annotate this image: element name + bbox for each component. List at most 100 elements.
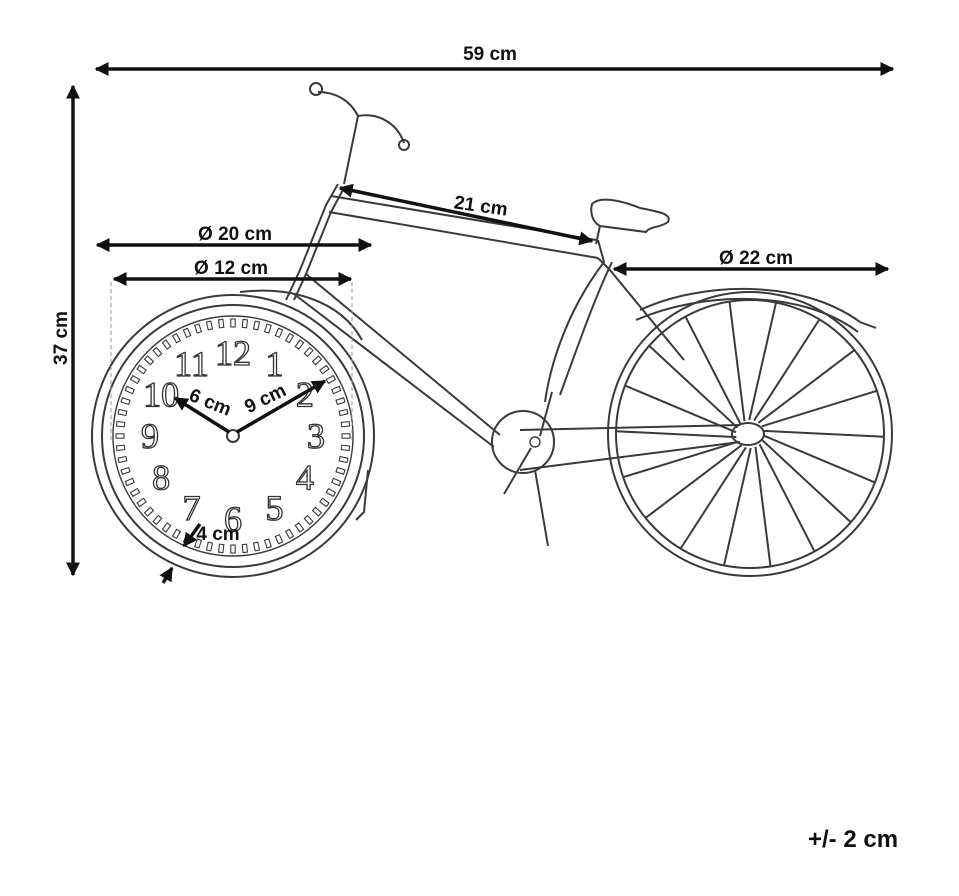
clock-numeral: 11 — [174, 344, 209, 384]
minute-tick — [294, 339, 305, 350]
chainring — [491, 410, 555, 474]
minute-tick — [117, 408, 128, 417]
minute-tick — [152, 514, 163, 526]
label-rear-wheel: Ø 22 cm — [719, 248, 793, 269]
crank-arm-back — [539, 391, 553, 437]
dimension-arrows — [66, 62, 895, 584]
arrow-minute-hand — [236, 379, 327, 434]
spoke — [753, 318, 821, 422]
clock-numeral: 8 — [152, 458, 170, 498]
front-mudguard — [239, 289, 363, 341]
minute-tick — [319, 364, 330, 375]
minute-tick — [117, 455, 128, 464]
head-tube — [285, 183, 339, 301]
spoke — [622, 440, 739, 479]
spoke — [624, 384, 737, 434]
rear-wheel — [607, 288, 893, 577]
minute-tick — [325, 487, 337, 498]
clock-numeral: 10 — [143, 375, 179, 415]
minute-tick — [263, 538, 272, 549]
label-minute-hand: 9 cm — [242, 380, 290, 418]
minute-tick — [241, 318, 249, 329]
chain-stay-bottom — [519, 441, 741, 471]
minute-tick — [311, 506, 323, 517]
label-hour-hand: 6 cm — [186, 385, 234, 421]
clock-numeral: 5 — [266, 488, 284, 528]
minute-tick — [120, 397, 131, 406]
minute-tick — [120, 466, 131, 475]
minute-tick — [303, 514, 314, 526]
spoke — [728, 301, 746, 422]
minute-tick — [303, 346, 314, 358]
minute-tick — [143, 355, 155, 366]
clock-numeral: 4 — [296, 458, 314, 498]
minute-tick — [129, 374, 141, 385]
minute-tick — [335, 466, 346, 475]
minute-tick — [340, 420, 351, 428]
spoke — [754, 446, 772, 567]
mudguard — [639, 288, 877, 329]
label-total-width: 59 cm — [463, 44, 517, 65]
clock-numeral: 9 — [141, 416, 159, 456]
minute-tick — [161, 339, 172, 350]
minute-tick — [340, 444, 351, 452]
minute-tick — [143, 506, 155, 517]
minute-tick — [115, 433, 125, 439]
minute-tick — [330, 385, 342, 395]
clock-outer-rim — [91, 294, 375, 578]
seat-stay — [597, 257, 685, 361]
spoke — [761, 389, 878, 428]
clock-inner-rim — [101, 304, 365, 568]
minute-tick — [152, 346, 163, 358]
crank-arm-front — [503, 447, 532, 495]
minute-tick — [182, 327, 192, 339]
minute-tick — [161, 522, 172, 533]
minute-tick — [194, 323, 203, 334]
label-clock-depth: 4 cm — [196, 524, 239, 545]
minute-tick — [217, 543, 225, 554]
mudguard-inner — [635, 298, 859, 333]
minute-tick — [335, 397, 346, 406]
clock-center-pin — [226, 429, 240, 443]
arrow-top-tube — [338, 183, 594, 246]
seat-post — [595, 225, 601, 245]
minute-tick — [319, 497, 330, 508]
minute-tick — [252, 320, 261, 331]
clock-numeral: 7 — [183, 488, 201, 528]
saddle — [590, 198, 670, 234]
rear-wheel-spokes — [615, 301, 885, 567]
spoke — [761, 439, 852, 523]
label-total-height: 37 cm — [51, 311, 72, 365]
minute-tick — [115, 420, 126, 428]
handlebar-grip-left — [309, 82, 323, 96]
minute-tick — [230, 318, 236, 328]
clock-numeral: 3 — [307, 416, 325, 456]
spoke — [763, 429, 885, 438]
minute-tick — [284, 332, 295, 344]
minute-tick — [124, 477, 136, 487]
arrow-hour-hand — [173, 396, 230, 434]
label-clock-outer: Ø 20 cm — [198, 224, 272, 245]
arrow-depth-top — [182, 522, 202, 548]
spoke — [763, 434, 876, 484]
clock-numeral: 1 — [266, 344, 284, 384]
minute-tick — [241, 543, 249, 554]
minute-tick — [274, 533, 284, 545]
minute-tick — [325, 374, 337, 385]
crank-axle — [529, 436, 541, 448]
rear-hub — [731, 422, 765, 446]
minute-tick — [171, 528, 182, 540]
spoke — [758, 443, 816, 552]
handlebar-grip-right — [398, 139, 410, 151]
label-top-tube: 21 cm — [453, 192, 509, 220]
minute-tick — [311, 355, 323, 366]
tolerance-note: +/- 2 cm — [808, 826, 899, 853]
handlebar — [317, 91, 360, 185]
handlebar-drop — [357, 114, 405, 144]
clock-numeral: 6 — [224, 499, 242, 539]
minute-tick — [124, 385, 136, 395]
spoke — [679, 446, 747, 550]
down-tube — [305, 273, 501, 436]
